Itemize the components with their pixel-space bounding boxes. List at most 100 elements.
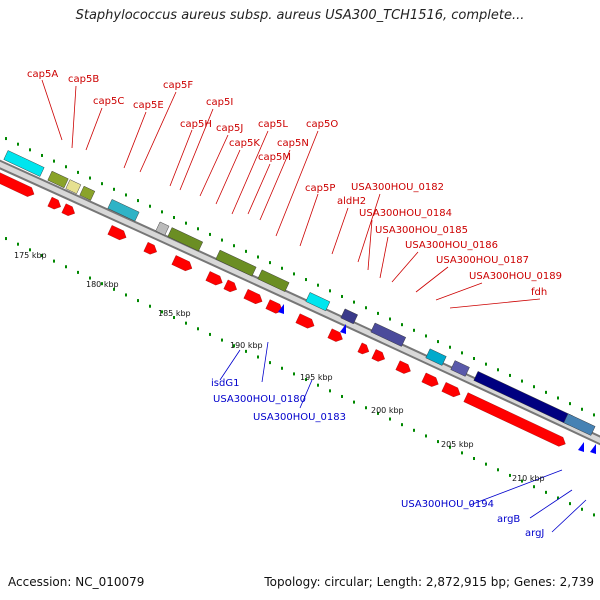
gene-label-cap5b[interactable]: cap5B xyxy=(68,74,99,85)
gene-label-cap5o[interactable]: cap5O xyxy=(306,119,338,130)
leader-line xyxy=(379,236,389,279)
tick-dot xyxy=(113,287,115,291)
gene-label-cap5e[interactable]: cap5E xyxy=(133,100,164,111)
gene-label-cap5p[interactable]: cap5P xyxy=(305,183,335,194)
forward-cds-shape xyxy=(143,242,157,255)
gene-label-usa300hou-0180[interactable]: USA300HOU_0180 xyxy=(213,394,306,405)
tick-dot xyxy=(89,176,91,180)
forward-cds-arrow xyxy=(205,271,223,286)
tick-dot xyxy=(305,378,307,382)
gene-label-fdh[interactable]: fdh xyxy=(531,287,547,298)
gene-label-cap5c[interactable]: cap5C xyxy=(93,96,124,107)
leader-line xyxy=(357,193,381,263)
gene-block-shape xyxy=(563,413,596,436)
tick-dot xyxy=(509,473,511,477)
gene-label-cap5j[interactable]: cap5J xyxy=(216,123,243,134)
tick-dot xyxy=(593,513,595,517)
scale-label-210: 210 kbp xyxy=(512,474,545,483)
gene-label-usa300hou-0185[interactable]: USA300HOU_0185 xyxy=(375,225,468,236)
tick-dot xyxy=(65,165,67,169)
tick-dot xyxy=(245,249,247,253)
forward-cds-shape xyxy=(171,255,193,272)
gene-block xyxy=(79,185,96,201)
tick-dot xyxy=(413,328,415,332)
leader-line xyxy=(199,134,229,197)
tick-dot xyxy=(557,496,559,500)
tick-dot xyxy=(365,306,367,310)
gene-block-shape xyxy=(305,292,331,312)
gene-block xyxy=(107,199,140,222)
leader-line xyxy=(169,129,193,187)
forward-cds-shape xyxy=(295,313,315,329)
gene-label-isdg1[interactable]: isdG1 xyxy=(211,378,239,389)
gene-label-cap5n[interactable]: cap5N xyxy=(277,138,309,149)
tick-dot xyxy=(65,265,67,269)
gene-block-shape xyxy=(79,185,96,201)
tick-dot xyxy=(257,355,259,359)
forward-cds-shape xyxy=(223,279,237,293)
gene-label-usa300hou-0194[interactable]: USA300HOU_0194 xyxy=(401,499,494,510)
leader-line xyxy=(415,266,449,293)
tick-dot xyxy=(581,407,583,411)
tick-dot xyxy=(557,396,559,400)
forward-cds-arrow xyxy=(441,382,461,398)
reverse-cds-arrow xyxy=(590,444,596,454)
leader-line xyxy=(219,349,241,381)
gene-block xyxy=(47,170,69,189)
tick-dot xyxy=(173,216,175,220)
gene-label-aldh2[interactable]: aldH2 xyxy=(337,196,366,207)
gene-label-cap5k[interactable]: cap5K xyxy=(229,138,260,149)
leader-line xyxy=(85,107,103,151)
gene-label-usa300hou-0186[interactable]: USA300HOU_0186 xyxy=(405,240,498,251)
gene-block xyxy=(65,179,82,195)
gene-label-cap5m[interactable]: cap5M xyxy=(258,152,291,163)
gene-label-usa300hou-0182[interactable]: USA300HOU_0182 xyxy=(351,182,444,193)
gene-label-usa300hou-0187[interactable]: USA300HOU_0187 xyxy=(436,255,529,266)
tick-dot xyxy=(221,338,223,342)
gene-label-argb[interactable]: argB xyxy=(497,514,520,525)
tick-dot xyxy=(425,434,427,438)
tick-dot xyxy=(449,445,451,449)
forward-cds-shape xyxy=(371,349,385,362)
forward-cds-shape xyxy=(463,392,566,447)
tick-dot xyxy=(185,221,187,225)
tick-dot xyxy=(521,479,523,483)
tick-dot xyxy=(185,321,187,325)
gene-block xyxy=(370,322,407,347)
leader-line xyxy=(247,163,271,215)
tick-dot xyxy=(101,282,103,286)
forward-cds-arrow xyxy=(243,289,263,305)
gene-label-usa300hou-0184[interactable]: USA300HOU_0184 xyxy=(359,208,452,219)
gene-label-cap5a[interactable]: cap5A xyxy=(27,69,58,80)
gene-label-cap5f[interactable]: cap5F xyxy=(163,80,193,91)
gene-block-shape xyxy=(257,269,290,292)
forward-cds-arrow xyxy=(395,360,411,374)
gene-label-cap5h[interactable]: cap5H xyxy=(180,119,212,130)
tick-dot xyxy=(197,227,199,231)
tick-dot xyxy=(353,300,355,304)
genome-summary-text: Topology: circular; Length: 2,872,915 bp… xyxy=(264,575,594,589)
tick-dot xyxy=(461,451,463,455)
gene-label-usa300hou-0183[interactable]: USA300HOU_0183 xyxy=(253,412,346,423)
tick-dot xyxy=(581,507,583,511)
gene-label-cap5i[interactable]: cap5I xyxy=(206,97,233,108)
tick-dot xyxy=(149,304,151,308)
tick-dot xyxy=(365,406,367,410)
gene-block xyxy=(305,292,331,312)
forward-cds-shape xyxy=(421,372,439,387)
leader-line xyxy=(367,219,373,271)
gene-label-argj[interactable]: argJ xyxy=(525,528,544,539)
gene-label-cap5l[interactable]: cap5L xyxy=(258,119,288,130)
forward-cds-shape xyxy=(205,271,223,286)
forward-cds-arrow xyxy=(327,328,343,342)
gene-block xyxy=(450,360,470,377)
tick-dot xyxy=(389,317,391,321)
leader-line xyxy=(179,108,214,191)
forward-cds-arrow xyxy=(421,372,439,387)
tick-dot xyxy=(281,366,283,370)
tick-dot xyxy=(377,311,379,315)
leader-line xyxy=(331,207,349,255)
tick-dot xyxy=(41,153,43,157)
gene-label-usa300hou-0189[interactable]: USA300HOU_0189 xyxy=(469,271,562,282)
